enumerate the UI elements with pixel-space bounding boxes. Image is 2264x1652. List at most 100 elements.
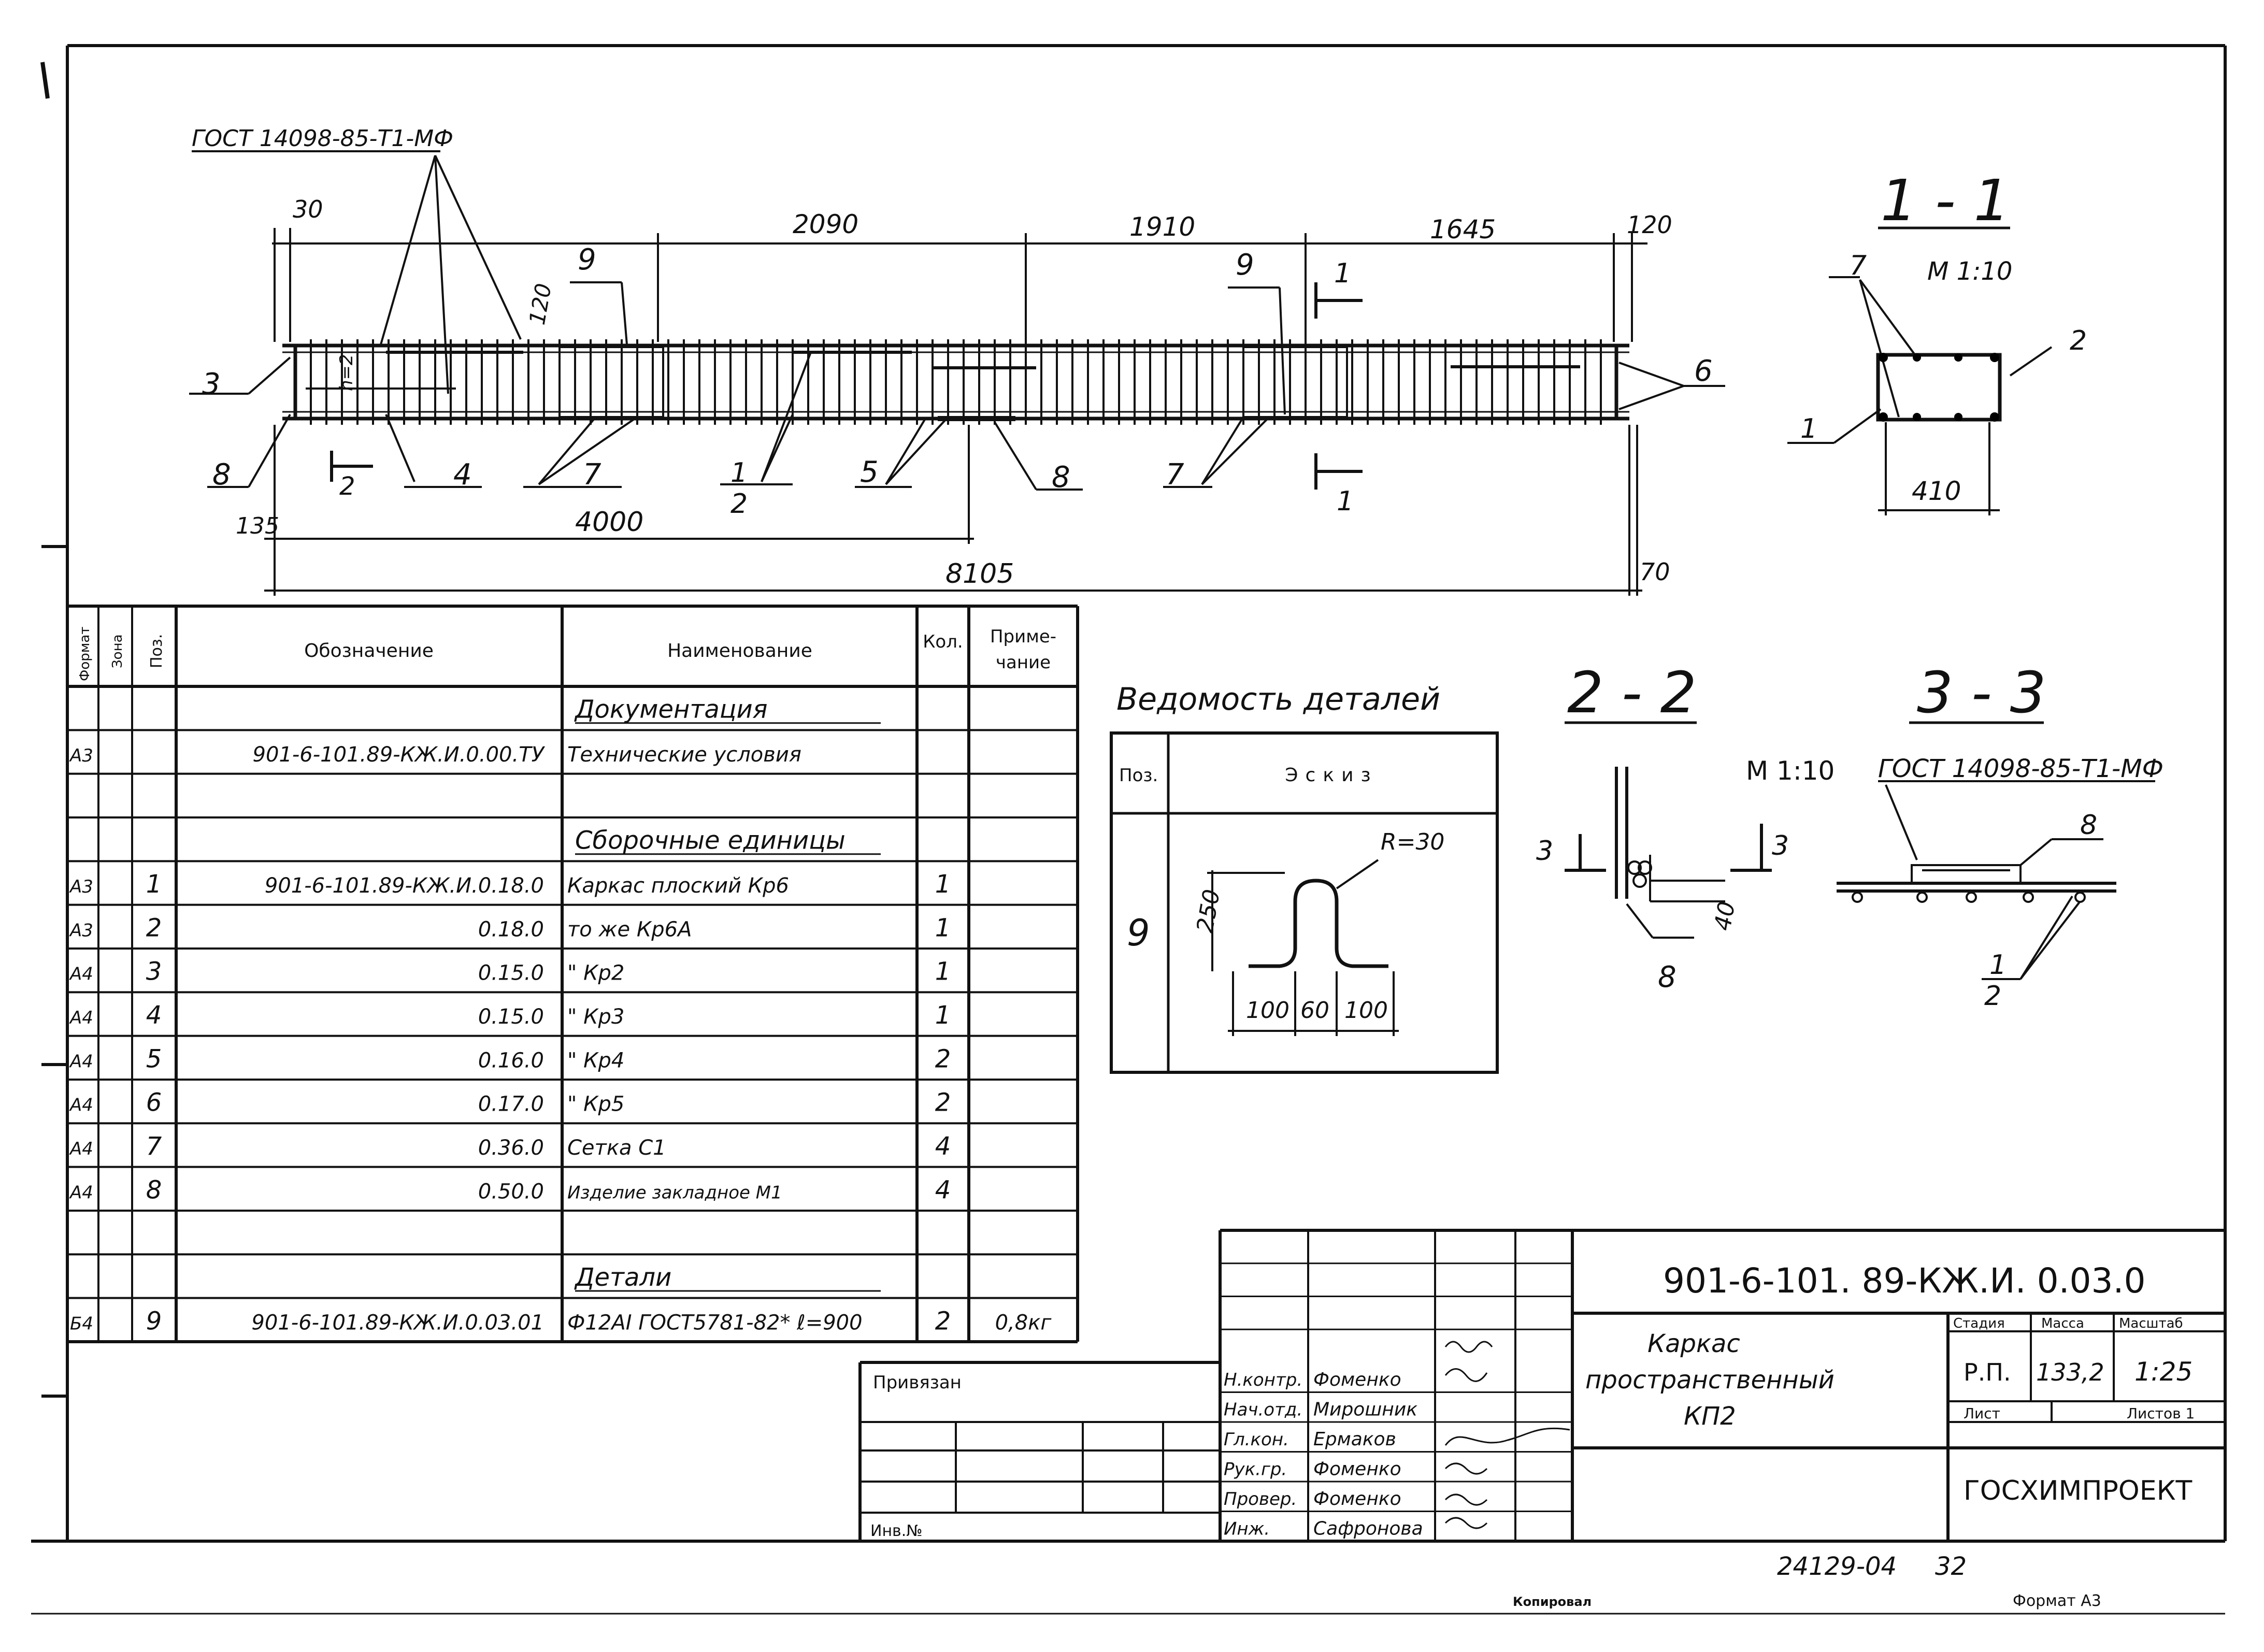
spec-header-note-1: Приме- (990, 626, 1056, 647)
stage-value: Р.П. (1964, 1358, 2011, 1386)
staff-role: Рук.гр. (1224, 1459, 1287, 1479)
spec-cell-qty: 4 (935, 1132, 951, 1161)
section-1-1-pos-1: 1 (1800, 413, 1817, 444)
section-1-1-bars (1879, 353, 1999, 422)
spec-cell-name: Документация (574, 695, 768, 724)
cage-stirrups (310, 339, 1602, 425)
detail-9-height: 250 (1192, 887, 1225, 935)
spec-cell-name: Детали (574, 1263, 671, 1292)
section-mark-1-top: 1 (1334, 258, 1351, 289)
sheet-frame (31, 44, 2227, 1615)
signatures (1444, 1341, 1570, 1529)
spec-cell-pos: 6 (146, 1088, 162, 1117)
details-title: Ведомость деталей (1116, 681, 1440, 717)
section-2-2-mark-left: 3 (1536, 836, 1553, 867)
section-3-3: 3 - 3 М 1:10 ГОСТ 14098-85-Т1-МФ 8 1 2 (1746, 659, 2163, 1012)
details-col-pos: Поз. (1119, 765, 1158, 786)
callout-6: 6 (1694, 354, 1713, 388)
section-3-3-leaders (1982, 838, 2103, 980)
dim-1910: 1910 (1129, 212, 1195, 242)
callout-9-right: 9 (1236, 248, 1254, 282)
detail-9-dim-60: 60 (1300, 997, 1329, 1024)
spec-cell-designation: 0.50.0 (478, 1180, 544, 1203)
section-2-2-mark-right: 3 (1772, 830, 1789, 861)
callout-4: 4 (453, 458, 472, 492)
staff-name: Фоменко (1313, 1458, 1401, 1479)
dim-120-right: 120 (1627, 211, 1672, 239)
detail-9-dim-100-right: 100 (1344, 997, 1388, 1024)
scale-label: Масштаб (2119, 1316, 2183, 1331)
spec-cell-qty: 2 (935, 1044, 951, 1073)
callout-8-mid: 8 (1052, 461, 1070, 494)
details-row-pos-9: 9 (1127, 912, 1150, 954)
callout-2: 2 (730, 489, 748, 520)
callout-leaders (189, 281, 1725, 491)
title-name-line-3: КП2 (1684, 1402, 1736, 1431)
staff-role: Провер. (1224, 1489, 1297, 1510)
staff-name: Фоменко (1313, 1369, 1401, 1390)
title-block: 901-6-101. 89-КЖ.И. 0.03.0 Каркас простр… (858, 1229, 2225, 1541)
section-1-1-title: 1 - 1 (1881, 167, 2010, 234)
spec-header-note-2: чание (996, 652, 1051, 673)
staff-role: Нач.отд. (1224, 1399, 1302, 1420)
spec-cell-designation: 901-6-101.89-КЖ.И.0.00.ТУ (253, 743, 546, 767)
spec-cell-format: А4 (69, 1095, 93, 1116)
spec-cell-qty: 1 (935, 1001, 951, 1030)
staff-name: Мирошник (1313, 1399, 1417, 1420)
detail-9-radius: R=30 (1381, 829, 1444, 855)
gost-leader-lines (192, 150, 522, 394)
spec-cell-designation: 0.15.0 (478, 961, 544, 985)
spec-header-qty: Кол. (923, 631, 963, 652)
spec-cell-name: Технические условия (567, 743, 801, 767)
archive-sheet-number: 32 (1935, 1552, 1967, 1581)
dim-1645: 1645 (1430, 214, 1496, 245)
spec-cell-pos: 4 (146, 1001, 162, 1030)
spec-cell-designation: 901-6-101.89-КЖ.И.0.03.01 (251, 1311, 544, 1334)
spec-cell-designation: 901-6-101.89-КЖ.И.0.18.0 (265, 874, 544, 898)
bottom-dimension-lines (264, 425, 1642, 596)
spec-table-row-lines (67, 729, 1078, 1299)
spec-cell-format: А4 (69, 1182, 93, 1203)
section-2-2: 2 - 2 3 3 40 8 (1536, 659, 1789, 994)
dim-h: h=2 (336, 354, 357, 391)
dim-135: 135 (236, 513, 279, 539)
spec-row: Детали (574, 1263, 881, 1292)
spec-cell-format: А3 (69, 920, 93, 941)
specification-table: Формат Зона Поз. Обозначение Наименовани… (67, 605, 1079, 1343)
scale-value: 1:25 (2134, 1357, 2193, 1387)
spec-cell-pos: 1 (146, 870, 162, 899)
staff-row: Н.контр.Фоменко (1224, 1369, 1401, 1390)
spec-cell-name: " Кр5 (567, 1093, 624, 1116)
spec-cell-name: " Кр3 (567, 1005, 624, 1029)
spec-row: Документация (574, 695, 881, 724)
spec-cell-note: 0,8кг (995, 1311, 1052, 1334)
spec-table-outline (67, 605, 1079, 1343)
sheet-label: Лист (1964, 1405, 2000, 1422)
spec-cell-designation: 0.16.0 (478, 1048, 544, 1072)
dim-8105: 8105 (945, 558, 1014, 590)
callout-3: 3 (202, 367, 221, 401)
spec-cell-format: А4 (69, 1051, 93, 1072)
spec-cell-qty: 4 (935, 1175, 951, 1204)
archive-number: 24129-04 (1777, 1552, 1897, 1581)
section-1-1: 1 - 1 М 1:10 7 2 1 410 (1787, 167, 2087, 515)
section-1-1-width: 410 (1912, 476, 1961, 506)
callout-7-right: 7 (1166, 458, 1184, 492)
section-3-3-pos-8: 8 (2080, 810, 2097, 841)
staff-role: Инж. (1224, 1518, 1270, 1539)
callout-8-left: 8 (212, 458, 231, 492)
section-3-3-title: 3 - 3 (1917, 659, 2046, 726)
mass-value: 133,2 (2036, 1358, 2104, 1386)
section-mark-1-bottom: 1 (1337, 486, 1354, 517)
spec-cell-pos: 3 (146, 957, 162, 986)
staff-row: Инж.Сафронова (1224, 1518, 1423, 1539)
cage-longitudinal-bars (282, 343, 1629, 421)
section-mark-2: 2 (339, 472, 355, 501)
section-1-1-leaders (1787, 276, 2053, 515)
